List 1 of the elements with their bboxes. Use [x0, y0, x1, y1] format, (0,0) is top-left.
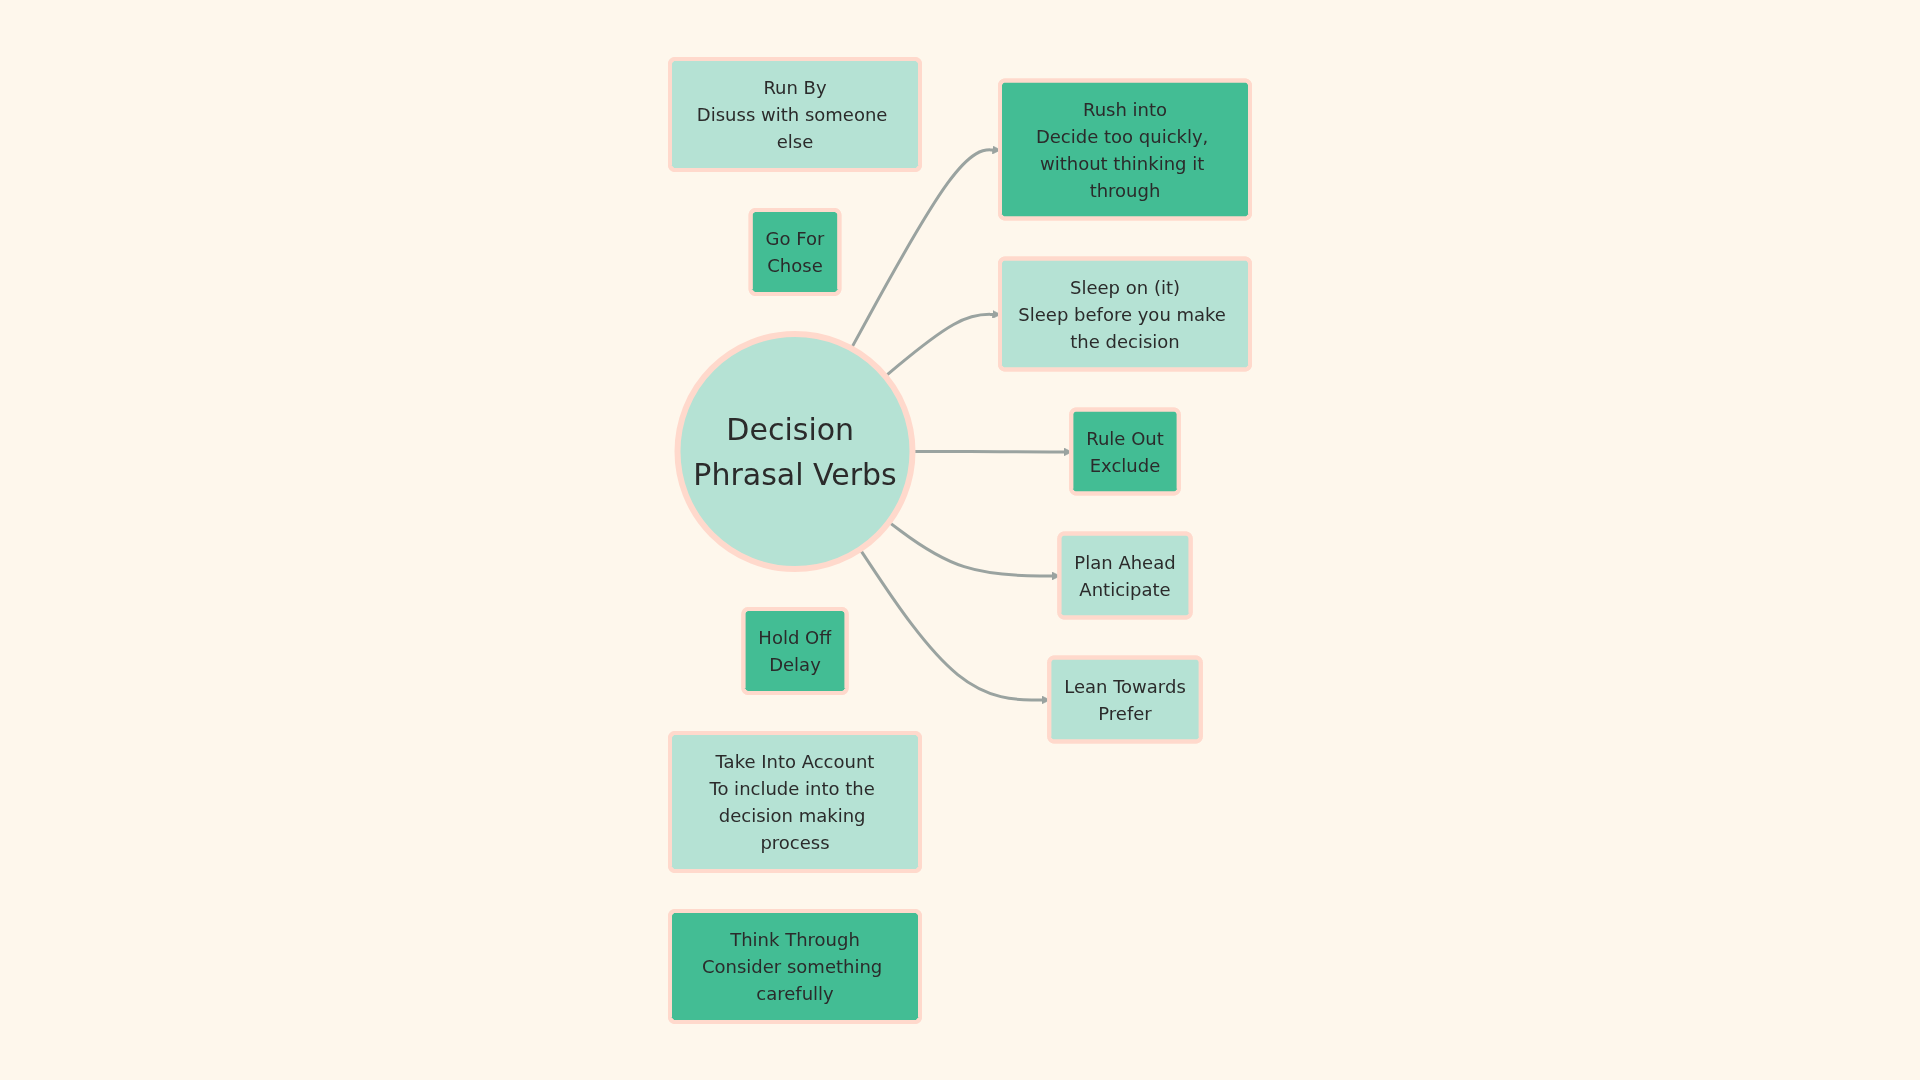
node-circle: Decision Phrasal Verbs	[674, 330, 916, 572]
